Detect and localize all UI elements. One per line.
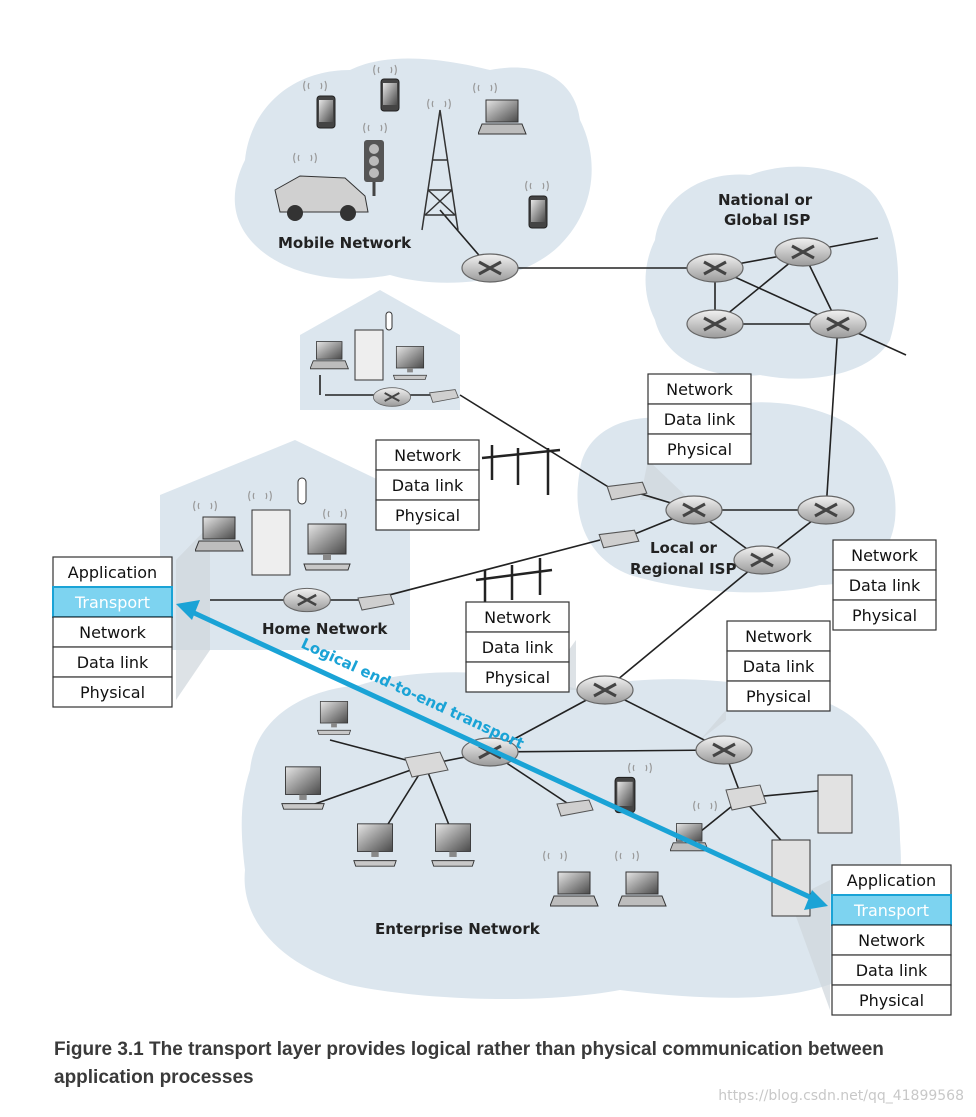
stack-layer-box — [831, 954, 952, 986]
stack-layer-physical: Physical — [80, 683, 145, 702]
enterprise-network-label: Enterprise Network — [375, 920, 541, 938]
stack-layer-physical: Physical — [395, 506, 460, 525]
stack-layer-box — [726, 650, 831, 682]
stack-layer-box — [52, 556, 173, 588]
stack-layer-data-link: Data link — [849, 576, 921, 595]
stack-layer-data-link: Data link — [392, 476, 464, 495]
stack-layer-box — [726, 680, 831, 712]
traffic-light — [364, 140, 384, 196]
stack-layer-box — [726, 620, 831, 652]
servers — [771, 774, 853, 917]
stack-layer-network: Network — [394, 446, 462, 465]
car — [274, 175, 369, 221]
home-network-label: Home Network — [262, 620, 388, 638]
stack-layer-box — [52, 646, 173, 678]
stack-layer-box — [647, 403, 752, 435]
national-isp-label-1: National or — [718, 191, 813, 209]
stack-layer-box — [831, 924, 952, 956]
stack-layer-application: Application — [847, 871, 936, 890]
stack-layer-box — [831, 984, 952, 1016]
stack-layer-physical: Physical — [852, 606, 917, 625]
appliances — [251, 311, 393, 576]
network-diagram: Mobile Network National or Global ISP Lo… — [52, 58, 952, 1016]
stack-layer-box — [375, 499, 480, 531]
stack-layer-network: Network — [851, 546, 919, 565]
stack-layer-box — [52, 586, 173, 618]
stack-layer-network: Network — [745, 627, 813, 646]
stack-layer-physical: Physical — [746, 687, 811, 706]
switches — [404, 751, 767, 811]
stack-layer-data-link: Data link — [856, 961, 928, 980]
network-labels: Mobile Network National or Global ISP Lo… — [262, 191, 813, 938]
stack-layer-physical: Physical — [859, 991, 924, 1010]
stack-layer-box — [52, 616, 173, 648]
stack-layer-box — [832, 539, 937, 571]
stack-layer-physical: Physical — [485, 668, 550, 687]
stack-layer-box — [375, 439, 480, 471]
mobile-network-label: Mobile Network — [278, 234, 412, 252]
stack-layer-box — [375, 469, 480, 501]
stack-layer-network: Network — [484, 608, 552, 627]
stack-layer-transport: Transport — [74, 593, 150, 612]
watermark: https://blog.csdn.net/qq_41899568 — [718, 1088, 964, 1104]
stack-layer-box — [832, 599, 937, 631]
stack-layer-box — [831, 894, 952, 926]
stack-layer-box — [52, 676, 173, 708]
local-isp-label-1: Local or — [650, 539, 718, 557]
stack-layer-application: Application — [68, 563, 157, 582]
national-isp-label-2: Global ISP — [724, 211, 810, 229]
stack-layer-physical: Physical — [667, 440, 732, 459]
stack-layer-data-link: Data link — [482, 638, 554, 657]
stack-layer-network: Network — [79, 623, 147, 642]
stack-layer-box — [465, 661, 570, 693]
stack-layer-network: Network — [858, 931, 926, 950]
figure-caption: Figure 3.1 The transport layer provides … — [54, 1039, 884, 1088]
stack-layer-data-link: Data link — [664, 410, 736, 429]
utility-poles — [475, 445, 561, 605]
local-isp-label-2: Regional ISP — [630, 560, 736, 578]
stack-layer-box — [647, 433, 752, 465]
stack-layer-network: Network — [666, 380, 734, 399]
stack-layer-data-link: Data link — [743, 657, 815, 676]
stack-layer-transport: Transport — [853, 901, 929, 920]
stack-layer-box — [465, 631, 570, 663]
stack-layer-data-link: Data link — [77, 653, 149, 672]
cell-tower — [421, 109, 459, 231]
